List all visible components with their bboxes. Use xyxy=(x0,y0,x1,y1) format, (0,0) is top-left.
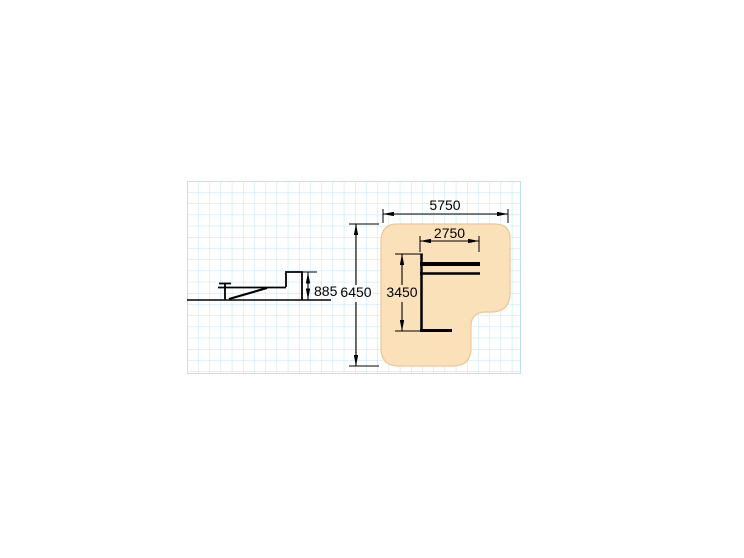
grid-border xyxy=(187,181,521,374)
dimension-height-3450: 3450 xyxy=(386,253,423,332)
equipment-step xyxy=(285,271,303,300)
dimension-label-885: 885 xyxy=(314,283,338,299)
dimension-label-5750: 5750 xyxy=(429,197,460,213)
equipment-rocker xyxy=(228,286,268,301)
dimension-width-2750: 2750 xyxy=(419,225,480,252)
extension-lines xyxy=(419,236,480,252)
plan-view: 5750 2750 6450 3450 xyxy=(340,197,511,367)
equipment-post xyxy=(219,282,231,300)
dimension-height-6450: 6450 xyxy=(340,223,379,367)
dimension-label-3450: 3450 xyxy=(386,284,417,300)
dimension-width-5750: 5750 xyxy=(382,197,509,223)
dimension-label-2750: 2750 xyxy=(434,225,465,241)
dimension-label-6450: 6450 xyxy=(340,284,371,300)
elevation-view: 885 xyxy=(187,271,338,301)
dimension-height-885: 885 xyxy=(295,271,338,300)
equipment-plan-outline xyxy=(420,254,480,332)
extension-lines xyxy=(395,253,423,332)
